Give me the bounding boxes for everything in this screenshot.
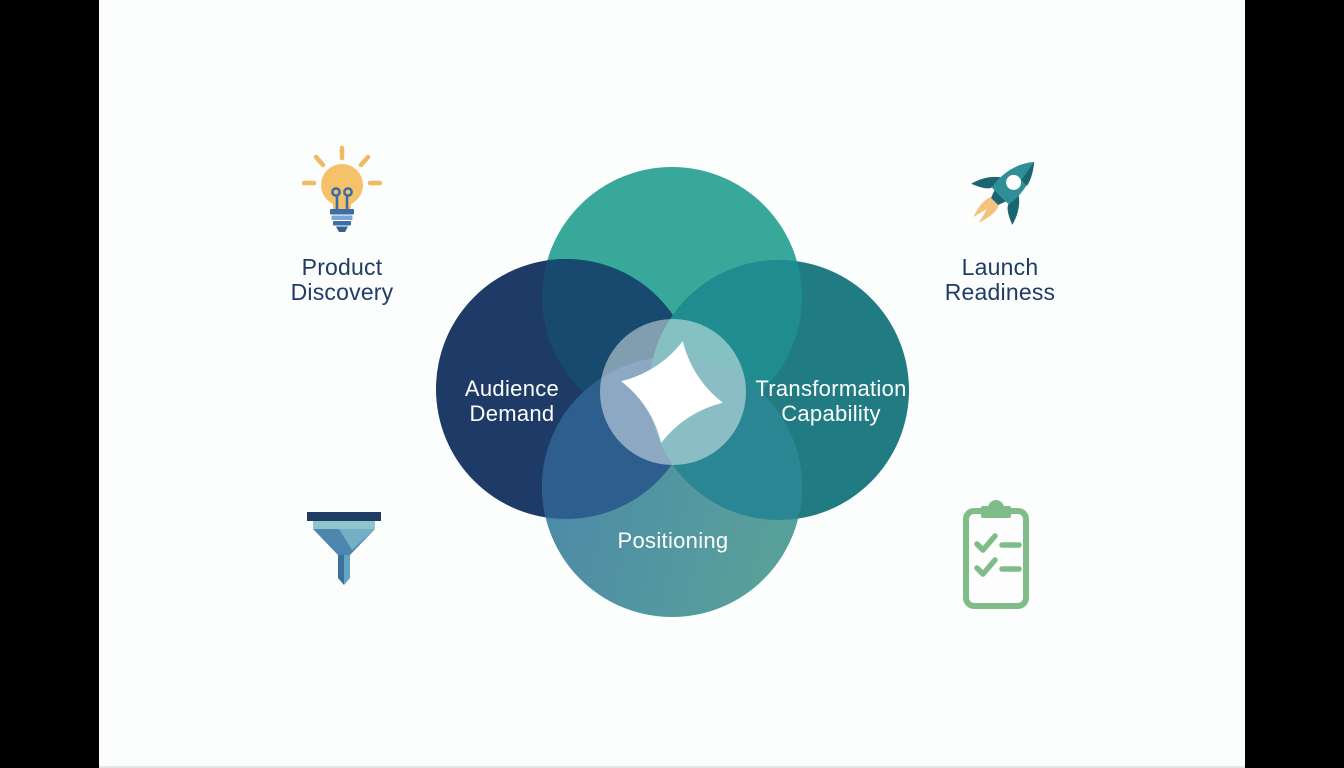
label-line: Readiness [944, 279, 1056, 305]
label-line: Capability [781, 401, 881, 426]
clipboard-checklist-icon [963, 500, 1029, 609]
label-line: Launch [961, 254, 1039, 280]
rocket-icon [971, 161, 1035, 225]
label-launch-readiness: Launch Readiness [900, 255, 1100, 305]
label-line: Discovery [290, 279, 394, 305]
label-product-discovery: Product Discovery [242, 255, 442, 305]
checklist-marks [974, 533, 1022, 577]
label-line: Transformation [755, 376, 907, 401]
funnel-icon [307, 512, 381, 585]
label-line: Product [301, 254, 383, 280]
lightbulb-icon [302, 145, 382, 232]
label-audience-demand: Audience Demand [422, 376, 602, 426]
lightbulb-rays [302, 145, 382, 186]
venn-diagram [436, 167, 909, 617]
label-line: Audience [464, 376, 560, 401]
slide-canvas: Audience Demand Transformation Capabilit… [99, 0, 1245, 768]
rocket-window [1006, 174, 1022, 190]
label-positioning: Positioning [583, 528, 763, 553]
label-line: Demand [469, 401, 555, 426]
lightbulb-filament [331, 187, 353, 209]
four-point-star-icon [621, 341, 723, 443]
rocket-flame [973, 197, 999, 223]
label-line: Positioning [617, 528, 729, 553]
label-transformation-capability: Transformation Capability [716, 376, 946, 426]
